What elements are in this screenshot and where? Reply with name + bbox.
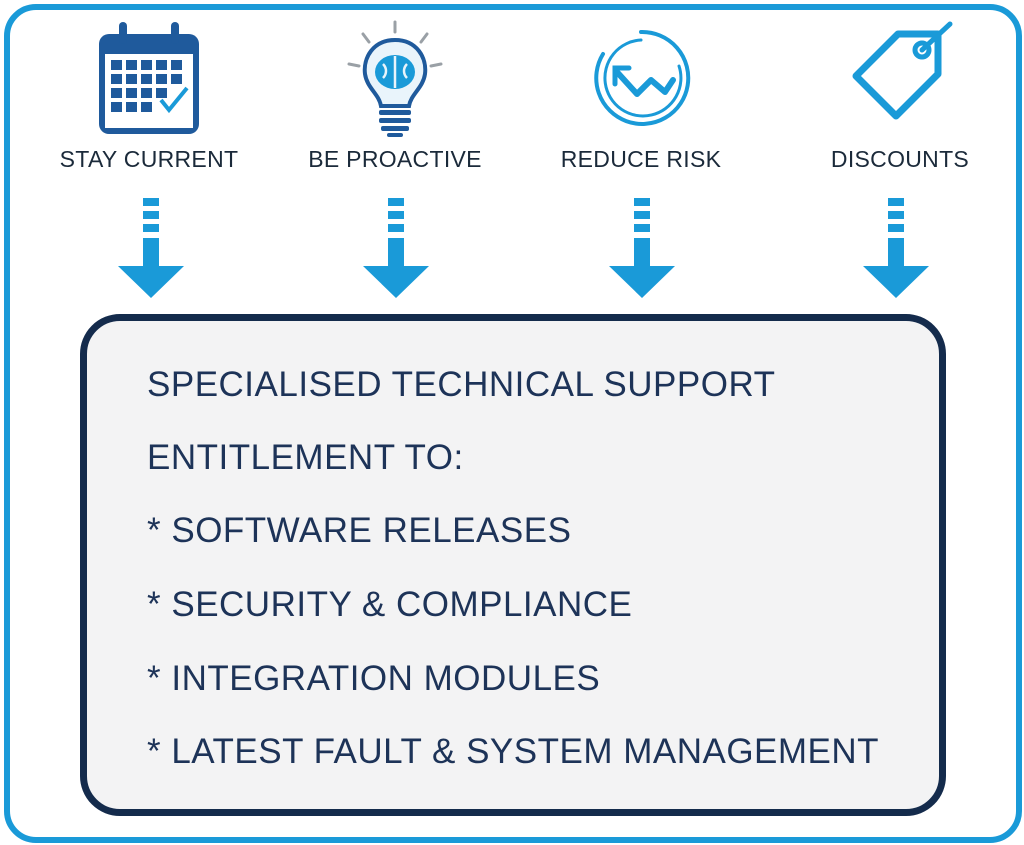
feature-reduce-risk: REDUCE RISK bbox=[531, 18, 751, 173]
panel-list-item: * INTEGRATION MODULES bbox=[147, 659, 601, 698]
panel-heading: SPECIALISED TECHNICAL SUPPORT bbox=[147, 365, 776, 404]
panel-list-item: * LATEST FAULT & SYSTEM MANAGEMENT bbox=[147, 732, 880, 771]
price-tag-icon bbox=[852, 21, 953, 120]
feature-discounts: DISCOUNTS bbox=[790, 18, 1010, 173]
feature-label: STAY CURRENT bbox=[59, 146, 239, 172]
arrow-down-icon bbox=[363, 198, 429, 298]
trend-down-circle-icon bbox=[594, 29, 691, 126]
arrow-down-icon bbox=[609, 198, 675, 298]
panel-subheading: ENTITLEMENT TO: bbox=[147, 438, 464, 477]
feature-label: REDUCE RISK bbox=[560, 146, 722, 172]
arrow-down-icon bbox=[118, 198, 184, 298]
panel-list-item: * SECURITY & COMPLIANCE bbox=[147, 585, 633, 624]
feature-be-proactive: BE PROACTIVE bbox=[285, 18, 505, 173]
calendar-icon bbox=[99, 22, 199, 134]
entitlement-panel: SPECIALISED TECHNICAL SUPPORT ENTITLEMEN… bbox=[80, 314, 946, 816]
panel-list-item: * SOFTWARE RELEASES bbox=[147, 511, 572, 550]
feature-label: BE PROACTIVE bbox=[308, 146, 482, 172]
arrow-down-icon bbox=[863, 198, 929, 298]
lightbulb-brain-icon bbox=[347, 20, 443, 137]
feature-label: DISCOUNTS bbox=[830, 146, 970, 172]
feature-stay-current: STAY CURRENT bbox=[39, 18, 259, 173]
